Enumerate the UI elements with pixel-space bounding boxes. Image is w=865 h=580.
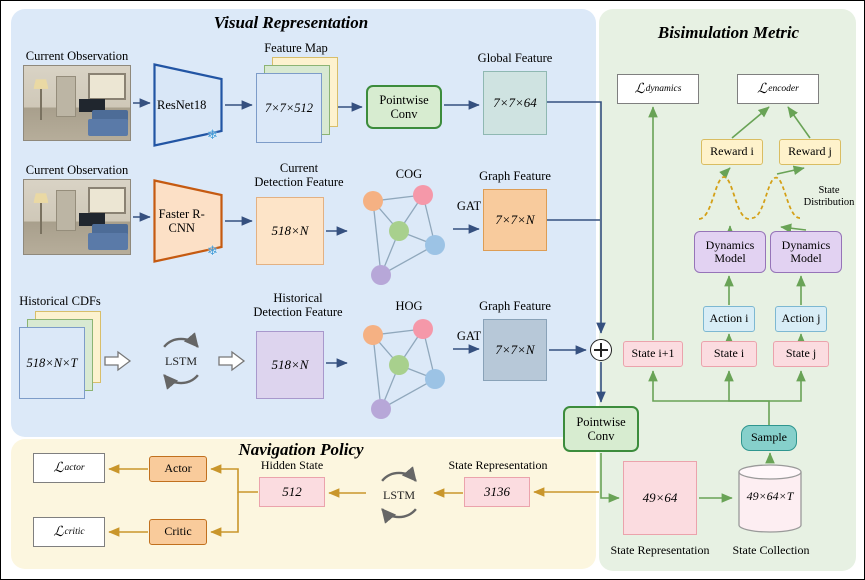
state-collection-value: 49×64×T bbox=[746, 489, 794, 503]
pointwise-conv-1: Pointwise Conv bbox=[366, 85, 442, 129]
loss-symbol: ℒ bbox=[757, 81, 768, 97]
label-line: Current bbox=[279, 161, 319, 175]
state-i-box: State i bbox=[701, 341, 757, 367]
global-feature-label: Global Feature bbox=[477, 51, 553, 65]
section-title-visual: Visual Representation bbox=[213, 13, 369, 32]
sample-box: Sample bbox=[741, 425, 797, 451]
state-i1-box: State i+1 bbox=[623, 341, 683, 367]
loss-symbol: ℒ bbox=[53, 460, 64, 476]
room-lamp-icon bbox=[33, 79, 49, 89]
historical-detection-feature-label: Historical Detection Feature bbox=[233, 291, 363, 319]
room-door bbox=[55, 76, 76, 117]
state-distribution-label: State Distribution bbox=[801, 185, 857, 209]
resnet18-encoder: ResNet18 bbox=[153, 63, 223, 147]
resnet18-label: ResNet18 bbox=[157, 97, 207, 112]
state-representation-label-bisim: State Representation bbox=[610, 543, 710, 557]
state-representation-label-policy: State Representation bbox=[448, 458, 548, 472]
graph-feature-box-3: 7×7×N bbox=[483, 319, 547, 381]
label-line: State bbox=[818, 185, 840, 196]
lstm-label: LSTM bbox=[382, 487, 415, 502]
room-window bbox=[87, 73, 126, 100]
hidden-state-box: 512 bbox=[259, 477, 325, 507]
room-couch bbox=[87, 119, 128, 136]
section-title-policy: Navigation Policy bbox=[238, 440, 364, 459]
actor-box: Actor bbox=[149, 456, 207, 482]
global-feature-box: 7×7×64 bbox=[483, 71, 547, 135]
state-collection-label: State Collection bbox=[732, 543, 810, 557]
room-lamp-pole bbox=[40, 88, 43, 121]
gat-label-cog: GAT bbox=[456, 199, 482, 213]
current-detection-feature-label: Current Detection Feature bbox=[239, 161, 359, 189]
hog-graph bbox=[363, 319, 445, 419]
state-representation-box-bisim: 49×64 bbox=[623, 461, 697, 535]
action-j-box: Action j bbox=[775, 306, 827, 332]
state-distribution-curve-j bbox=[751, 176, 801, 220]
action-i-box: Action i bbox=[703, 306, 755, 332]
state-representation-box-policy: 3136 bbox=[464, 477, 530, 507]
observation-label-1: Current Observation bbox=[25, 49, 129, 63]
feature-map-value: 7×7×512 bbox=[256, 73, 322, 143]
lstm-label: LSTM bbox=[164, 353, 197, 368]
gat-label-hog: GAT bbox=[456, 329, 482, 343]
sum-icon bbox=[590, 339, 612, 361]
dynamics-model-i-box: Dynamics Model bbox=[694, 231, 766, 273]
graph-feature-box-2: 7×7×N bbox=[483, 189, 547, 251]
snowflake-icon: ❄ bbox=[207, 243, 218, 258]
hidden-state-label: Hidden State bbox=[260, 458, 324, 472]
historical-detection-feature-box: 518×N bbox=[256, 331, 324, 399]
room-window bbox=[87, 187, 126, 214]
cog-label: COG bbox=[395, 167, 423, 181]
state-j-box: State j bbox=[773, 341, 829, 367]
room-lamp-icon bbox=[33, 193, 49, 203]
snowflake-icon: ❄ bbox=[207, 127, 218, 142]
loss-subscript: encoder bbox=[768, 84, 799, 94]
historical-cdfs-label: Historical CDFs bbox=[19, 294, 101, 308]
pointwise-conv-2: Pointwise Conv bbox=[563, 406, 639, 452]
loss-symbol: ℒ bbox=[634, 81, 645, 97]
critic-box: Critic bbox=[149, 519, 207, 545]
historical-cdfs-stack: 518×N×T bbox=[19, 311, 119, 399]
room-door bbox=[55, 190, 76, 231]
loss-symbol: ℒ bbox=[53, 524, 64, 540]
reward-i-box: Reward i bbox=[701, 139, 763, 165]
faster-rcnn-label: Faster R-CNN bbox=[158, 206, 205, 235]
dynamics-model-j-box: Dynamics Model bbox=[770, 231, 842, 273]
cog-graph bbox=[363, 185, 445, 285]
faster-rcnn-encoder: Faster R-CNN bbox=[153, 179, 223, 263]
observation-image-2 bbox=[23, 179, 131, 255]
room-lamp-pole bbox=[40, 202, 43, 235]
room-tv bbox=[79, 98, 105, 112]
room-couch-back bbox=[91, 224, 128, 237]
hog-label: HOG bbox=[395, 299, 423, 313]
observation-image-1 bbox=[23, 65, 131, 141]
label-line: Detection Feature bbox=[254, 175, 344, 189]
room-couch bbox=[87, 233, 128, 250]
lstm-icon-1: LSTM bbox=[149, 329, 213, 393]
loss-subscript: actor bbox=[64, 463, 85, 473]
state-distribution-curve-i bbox=[698, 176, 750, 220]
graph-feature-label-3: Graph Feature bbox=[479, 299, 551, 313]
state-collection-cylinder: 49×64×T bbox=[737, 463, 803, 535]
current-detection-feature-box: 518×N bbox=[256, 197, 324, 265]
room-tv bbox=[79, 212, 105, 226]
observation-label-2: Current Observation bbox=[25, 163, 129, 177]
label-line: Detection Feature bbox=[253, 305, 343, 319]
label-line: Distribution bbox=[803, 196, 855, 208]
section-title-bisim: Bisimulation Metric bbox=[657, 23, 800, 42]
feature-map-stack: 7×7×512 bbox=[256, 57, 338, 143]
graph-feature-label-2: Graph Feature bbox=[479, 169, 551, 183]
reward-j-box: Reward j bbox=[779, 139, 841, 165]
hollow-arrow-icons bbox=[104, 350, 246, 372]
room-couch-back bbox=[91, 110, 128, 123]
loss-subscript: critic bbox=[64, 527, 85, 537]
loss-subscript: dynamics bbox=[645, 84, 682, 94]
lstm-icon-2: LSTM bbox=[367, 463, 431, 527]
historical-cdfs-value: 518×N×T bbox=[19, 327, 85, 399]
label-line: Historical bbox=[273, 291, 323, 305]
feature-map-label: Feature Map bbox=[264, 41, 328, 55]
